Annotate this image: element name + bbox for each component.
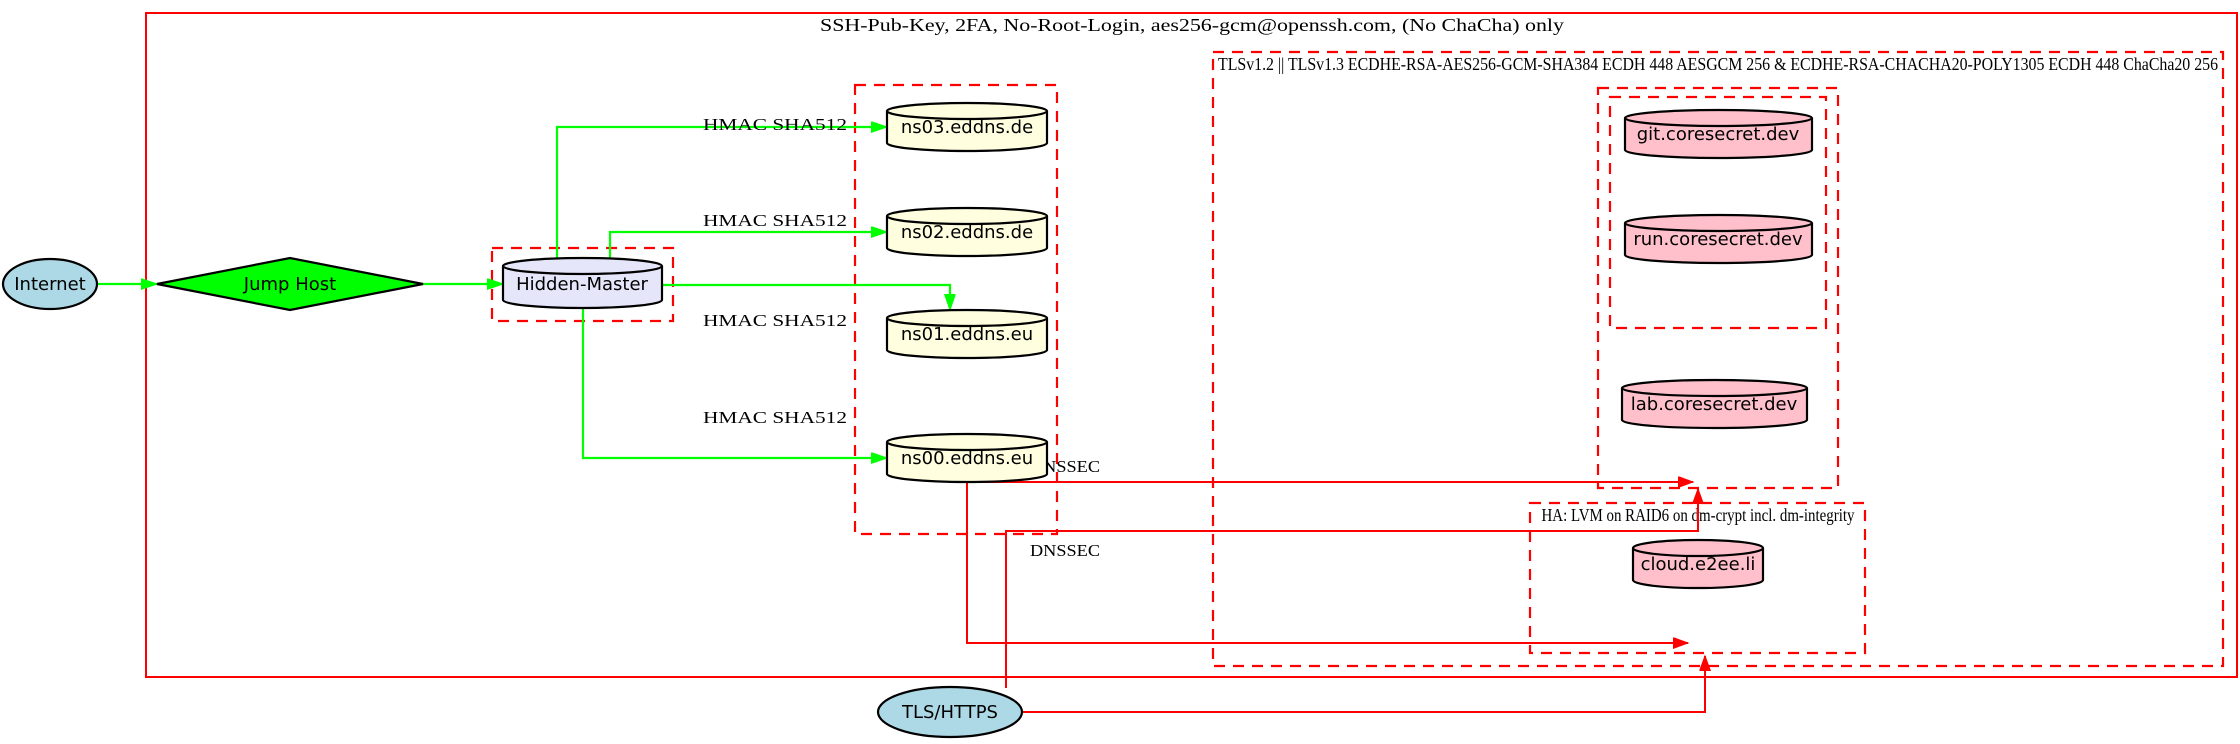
node-hidden-master: Hidden-Master	[501, 256, 664, 310]
node-lab-label: lab.coresecret.dev	[1631, 394, 1798, 415]
cluster-ha-storage	[1528, 501, 1867, 655]
edge-hiddenmaster-ns01	[662, 283, 950, 310]
cloud-cylinder	[1631, 538, 1765, 590]
hidden-master-cylinder	[501, 256, 664, 310]
node-ns01-label: ns01.eddns.eu	[901, 324, 1033, 345]
cluster-dns-servers	[853, 83, 1059, 536]
cluster-coresecret-outer	[1596, 86, 1840, 490]
run-cylinder	[1623, 213, 1814, 265]
edge-label-dnssec-2: DNSSEC	[1030, 541, 1100, 560]
lab-cylinder-lens	[1620, 387, 1809, 398]
node-run-coresecret: run.coresecret.dev	[1623, 213, 1814, 265]
node-ns02-label: ns02.eddns.de	[901, 222, 1033, 243]
ns02-cylinder-lens	[885, 215, 1049, 226]
lab-cylinder	[1620, 378, 1809, 430]
git-cylinder	[1623, 108, 1814, 160]
node-lab-coresecret: lab.coresecret.dev	[1620, 378, 1809, 430]
node-git-coresecret: git.coresecret.dev	[1623, 108, 1814, 160]
node-cloud-label: cloud.e2ee.li	[1641, 554, 1756, 575]
ns02-cylinder	[885, 206, 1049, 258]
cluster-ssh-hardening	[145, 12, 2238, 678]
cloud-cylinder-lens	[1631, 547, 1765, 558]
run-cylinder-lens	[1623, 222, 1814, 233]
ns03-cylinder	[885, 101, 1049, 153]
node-ns00-label: ns00.eddns.eu	[901, 448, 1033, 469]
cluster-tls-ciphers	[1211, 50, 2225, 668]
node-ns00: ns00.eddns.eu	[885, 432, 1049, 484]
node-jump-host-label: Jump Host	[243, 274, 336, 295]
tls-https-ellipse	[876, 685, 1024, 739]
edge-label-hmac-ns00: HMAC SHA512	[703, 408, 847, 427]
internet-ellipse	[1, 257, 99, 311]
hidden-master-cylinder-lens	[501, 265, 664, 276]
node-ns03: ns03.eddns.de	[885, 101, 1049, 153]
node-ns01: ns01.eddns.eu	[885, 308, 1049, 360]
node-jump-host: Jump Host	[156, 256, 424, 312]
jump-host-diamond	[156, 256, 424, 312]
edge-hiddenmaster-ns00	[581, 305, 887, 458]
ns00-cylinder	[885, 432, 1049, 484]
node-run-label: run.coresecret.dev	[1633, 229, 1803, 250]
node-ns03-label: ns03.eddns.de	[901, 117, 1033, 138]
node-tls-https: TLS/HTTPS	[876, 685, 1024, 739]
node-ns02: ns02.eddns.de	[885, 206, 1049, 258]
edge-label-hmac-ns03: HMAC SHA512	[703, 115, 847, 134]
git-cylinder-lens	[1623, 117, 1814, 128]
ns00-cylinder-lens	[885, 441, 1049, 452]
ns03-cylinder-lens	[885, 110, 1049, 121]
edge-tlshttps-coresecret	[1005, 489, 1698, 688]
edge-hiddenmaster-ns02	[608, 232, 887, 262]
node-internet-label: Internet	[14, 274, 85, 295]
edge-label-hmac-ns01: HMAC SHA512	[703, 311, 847, 330]
node-git-label: git.coresecret.dev	[1637, 124, 1800, 145]
edge-hiddenmaster-ns03	[555, 127, 887, 262]
ns01-cylinder-lens	[885, 317, 1049, 328]
cluster-ssh-hardening-label: SSH-Pub-Key, 2FA, No-Root-Login, aes256-…	[820, 15, 1564, 36]
node-internet: Internet	[1, 257, 99, 311]
cluster-tls-ciphers-label: TLSv1.2 || TLSv1.3 ECDHE-RSA-AES256-GCM-…	[1218, 54, 2218, 74]
node-cloud-e2ee: cloud.e2ee.li	[1631, 538, 1765, 590]
edge-label-hmac-ns02: HMAC SHA512	[703, 211, 847, 230]
ns01-cylinder	[885, 308, 1049, 360]
node-tls-https-label: TLS/HTTPS	[901, 702, 998, 723]
edge-tlshttps-ha	[1022, 656, 1705, 713]
cluster-coresecret-inner	[1608, 95, 1828, 330]
node-hidden-master-label: Hidden-Master	[516, 274, 648, 295]
edge-ns00-ha-dnssec	[966, 482, 1688, 643]
